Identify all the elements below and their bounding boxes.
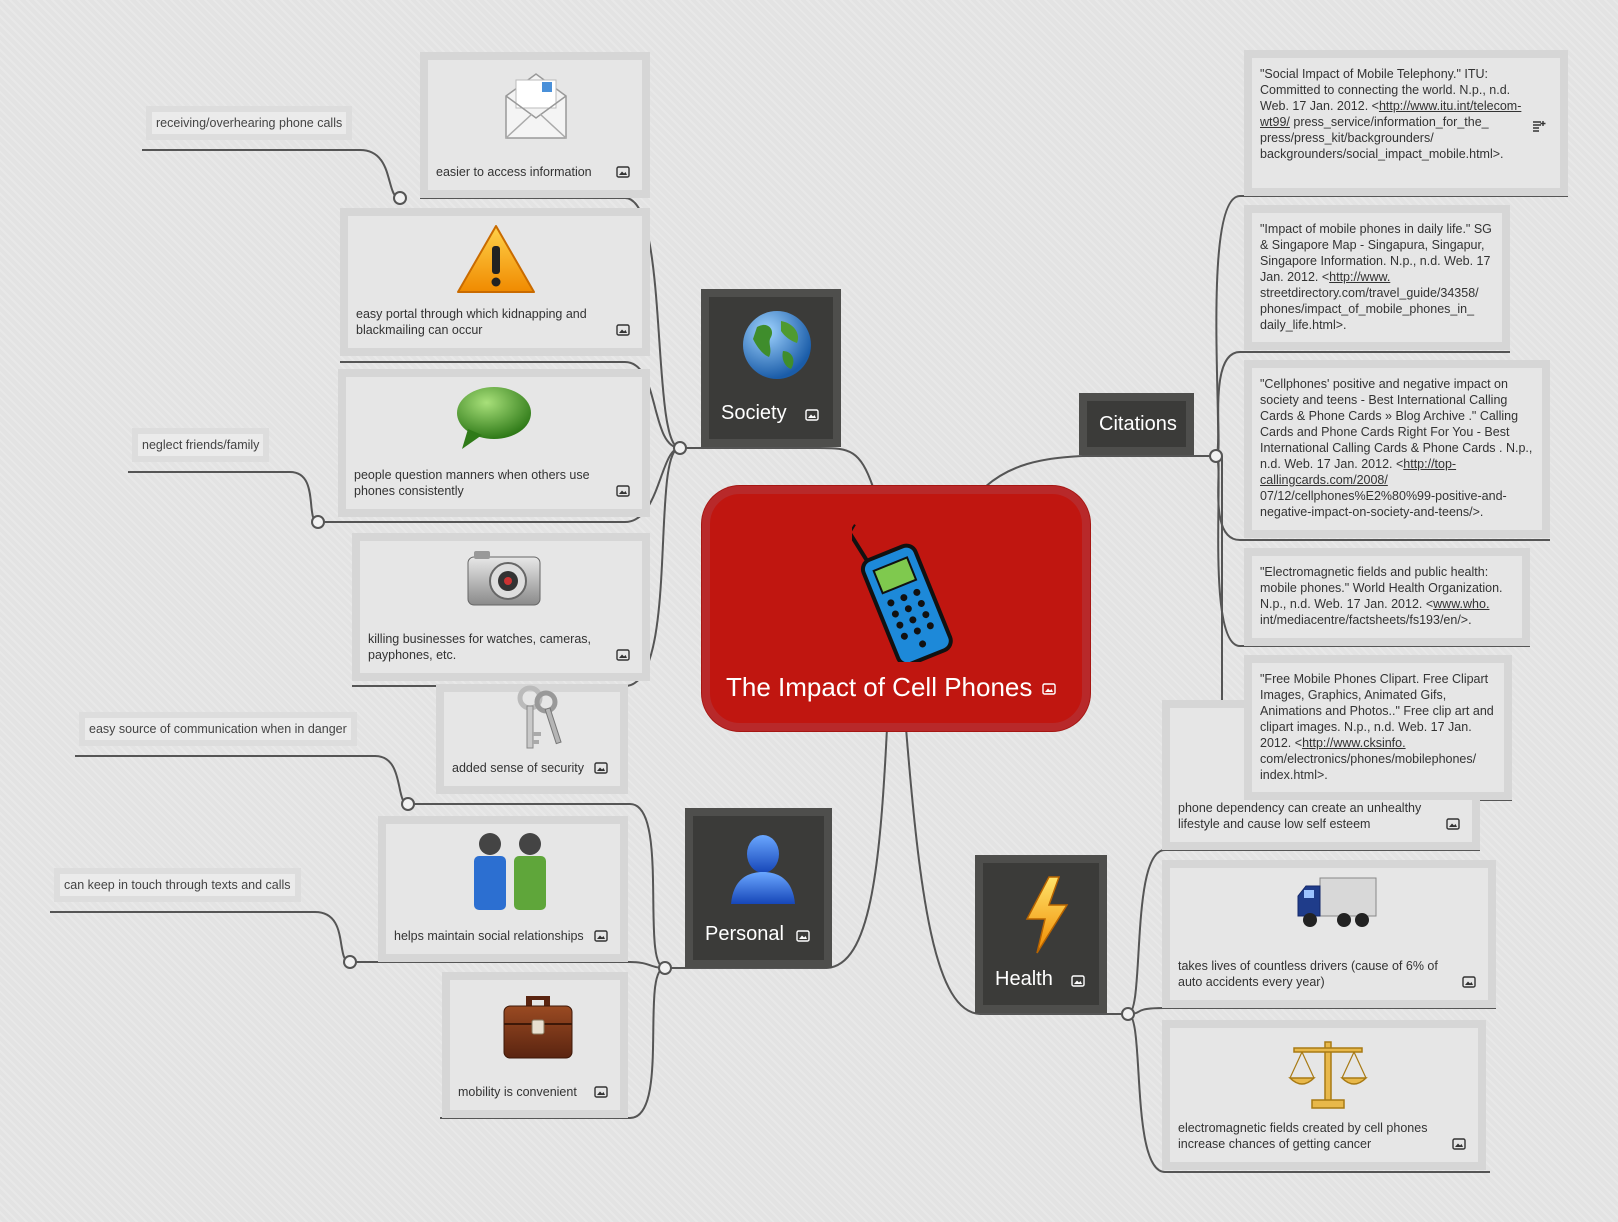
society-item-kidnapping[interactable]: easy portal through which kidnapping and… [340,208,650,356]
health-item-text: takes lives of countless drivers (cause … [1178,959,1438,989]
topic-society[interactable]: Society [701,289,841,447]
citation-text: "Free Mobile Phones Clipart. Free Clipar… [1260,672,1494,750]
personal-item-mobility[interactable]: mobility is convenient [442,972,628,1118]
scales-icon [1288,1041,1368,1109]
lightning-icon [1025,876,1069,954]
society-junction[interactable] [673,441,687,455]
personal-item-security[interactable]: added sense of security [436,684,628,794]
citation-link[interactable]: http://www. [1329,270,1391,284]
topic-personal[interactable]: Personal [685,808,832,968]
image-icon[interactable] [1452,1138,1466,1150]
keys-icon [517,685,562,749]
truck-icon [1297,877,1377,927]
health-item-text: electromagnetic fields created by cell p… [1178,1121,1428,1151]
citations-junction[interactable] [1209,449,1223,463]
image-icon[interactable] [616,166,630,178]
citation-link[interactable]: http://www.itu.int/telecom-wt99/ [1260,99,1522,129]
image-icon[interactable] [616,485,630,497]
society-item-text: people question manners when others use … [354,468,590,498]
image-icon[interactable] [796,930,810,942]
citation-text: com/electronics/phones/mobilephones/ ind… [1260,752,1477,782]
leaf-text: neglect friends/family [142,438,260,452]
personal-item-text: added sense of security [452,761,585,775]
society-item-access-info[interactable]: easier to access information [420,52,650,198]
citation-link[interactable]: http://www.cksinfo. [1302,736,1406,750]
image-icon[interactable] [805,409,819,421]
society-leaf-junction-2[interactable] [311,515,325,529]
health-item-drivers[interactable]: takes lives of countless drivers (cause … [1162,860,1496,1008]
society-item-text: easy portal through which kidnapping and… [356,307,587,337]
citation-text: "Social Impact of Mobile Telephony." ITU… [1260,67,1511,113]
citation-text: "Cellphones' positive and negative impac… [1260,377,1533,471]
personal-item-relationships[interactable]: helps maintain social relationships [378,816,628,962]
warning-icon [457,225,535,293]
topic-health-label: Health [995,968,1053,990]
citation-item-callingcards[interactable]: "Cellphones' positive and negative impac… [1244,360,1550,538]
cell-phone-icon [852,524,953,662]
globe-icon [743,311,811,379]
society-leaf-junction-1[interactable] [393,191,407,205]
citation-text: int/mediacentre/factsheets/fs193/en/>. [1260,613,1472,627]
image-icon[interactable] [1462,976,1476,988]
personal-leaf-junction-1[interactable] [401,797,415,811]
leaf-text: can keep in touch through texts and call… [64,878,291,892]
society-item-businesses[interactable]: killing businesses for watches, cameras,… [352,533,650,681]
image-icon[interactable] [616,649,630,661]
topic-personal-label: Personal [705,923,784,945]
health-item-text: phone dependency can create an unhealthy… [1178,801,1422,831]
central-topic[interactable]: The Impact of Cell Phones [702,486,1090,731]
image-icon[interactable] [616,324,630,336]
health-junction[interactable] [1121,1007,1135,1021]
citation-text: 07/12/cellphones%E2%80%99-positive-and-n… [1260,489,1507,519]
society-item-manners[interactable]: people question manners when others use … [338,369,650,517]
citation-text: press_service/information_for_the_ press… [1260,115,1504,161]
topic-citations[interactable]: Citations [1079,393,1194,455]
person-icon [731,835,795,904]
topic-health[interactable]: Health [975,855,1107,1013]
image-icon[interactable] [1446,818,1460,830]
people-icon [474,833,546,910]
leaf-text: easy source of communication when in dan… [89,722,347,736]
citation-link[interactable]: www.who. [1433,597,1490,611]
citation-text: "Impact of mobile phones in daily life."… [1260,222,1492,284]
citation-item-who[interactable]: "Electromagnetic fields and public healt… [1244,548,1530,646]
personal-leaf-texts[interactable]: can keep in touch through texts and call… [54,868,301,902]
citation-item-cksinfo[interactable]: "Free Mobile Phones Clipart. Free Clipar… [1244,655,1512,800]
image-icon[interactable] [594,1086,608,1098]
image-icon[interactable] [1042,683,1056,695]
society-item-text: killing businesses for watches, cameras,… [368,632,592,662]
image-icon[interactable] [1071,975,1085,987]
central-title: The Impact of Cell Phones [726,672,1033,702]
citation-link[interactable]: http://top-callingcards.com/2008/ [1260,457,1457,487]
personal-item-text: mobility is convenient [458,1085,577,1099]
camera-icon [467,551,541,606]
speech-bubble-icon [457,387,531,449]
topic-citations-label: Citations [1099,413,1177,435]
personal-leaf-danger[interactable]: easy source of communication when in dan… [79,712,357,746]
image-icon[interactable] [594,930,608,942]
personal-leaf-junction-2[interactable] [343,955,357,969]
society-leaf-overhearing[interactable]: receiving/overhearing phone calls [146,106,353,140]
health-item-cancer[interactable]: electromagnetic fields created by cell p… [1162,1020,1486,1170]
personal-item-text: helps maintain social relationships [394,929,584,943]
citation-item-streetdirectory[interactable]: "Impact of mobile phones in daily life."… [1244,205,1510,350]
leaf-text: receiving/overhearing phone calls [156,116,343,130]
citation-text: streetdirectory.com/travel_guide/34358/ … [1260,286,1479,332]
envelope-icon [505,73,567,139]
topic-society-label: Society [721,402,787,424]
image-icon[interactable] [594,762,608,774]
citation-item-itu[interactable]: "Social Impact of Mobile Telephony." ITU… [1244,50,1568,196]
society-leaf-neglect[interactable]: neglect friends/family [132,428,270,462]
citation-text: "Electromagnetic fields and public healt… [1260,565,1503,611]
notes-icon[interactable] [1532,120,1546,132]
society-item-text: easier to access information [436,165,592,179]
personal-junction[interactable] [658,961,672,975]
briefcase-icon [503,996,573,1059]
